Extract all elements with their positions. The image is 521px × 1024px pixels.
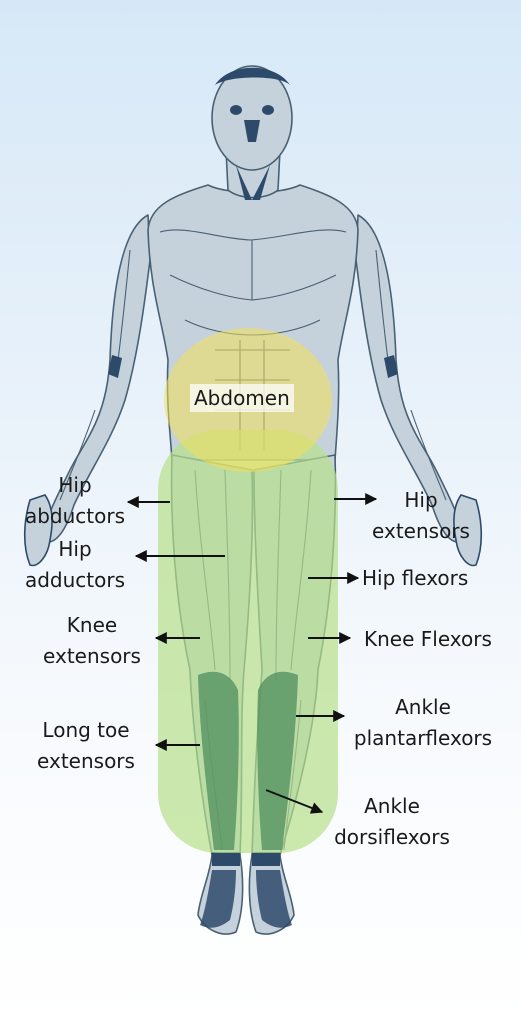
label-hip-extensors: Hip extensors <box>372 488 470 543</box>
right-shin-highlight <box>257 671 298 850</box>
arrow-ankle-dorsiflexors <box>265 789 324 814</box>
head <box>211 65 293 171</box>
left-shin-highlight <box>198 671 239 850</box>
label-hip-flexors: Hip flexors <box>362 566 469 590</box>
label-knee-extensors: Knee extensors <box>43 613 141 668</box>
legs-highlight <box>158 430 338 853</box>
label-hip-adductors: Hip adductors <box>24 537 126 592</box>
hands <box>23 494 483 567</box>
dark-accents <box>108 67 398 928</box>
label-knee-flexors: Knee Flexors <box>364 627 492 651</box>
label-long-toe-extensors: Long toe extensors <box>37 718 135 773</box>
label-arrows <box>126 493 378 814</box>
label-abdomen: Abdomen <box>190 384 294 412</box>
label-ankle-plantarflexors: Ankle plantarflexors <box>353 695 493 750</box>
label-hip-abductors: Hip abductors <box>24 473 126 528</box>
label-ankle-dorsiflexors: Ankle dorsiflexors <box>334 794 450 849</box>
